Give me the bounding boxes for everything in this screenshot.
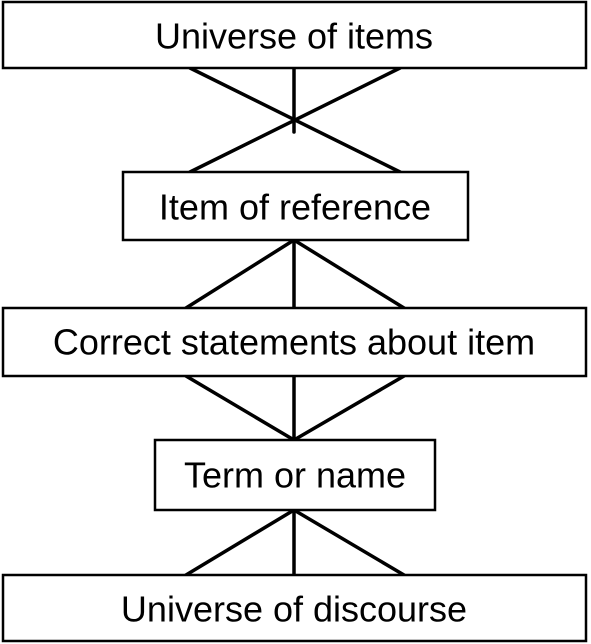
node-label: Item of reference [159,187,431,228]
node-box [1,573,588,643]
node-label: Term or name [184,455,406,496]
node-box [153,438,437,512]
node-box [1,0,588,70]
connector-3-left [184,374,296,442]
connector-group-2 [184,238,406,310]
node-item-of-reference: Item of reference [121,170,470,242]
connector-group-3 [184,374,406,442]
connector-1-right [188,66,402,174]
node-universe-of-items: Universe of items [1,0,588,70]
node-term-or-name: Term or name [153,438,437,512]
connector-4-left [184,508,296,577]
connector-group-4 [184,508,406,577]
connector-group-1 [188,66,402,174]
connector-3-right [292,374,406,442]
connector-2-right [292,238,406,310]
node-label: Universe of discourse [121,589,467,630]
node-correct-statements: Correct statements about item [1,306,588,378]
node-box [1,306,588,378]
connector-4-right [292,508,406,577]
node-box [121,170,470,242]
connector-2-left [184,238,296,310]
node-label: Correct statements about item [53,322,535,363]
node-label: Universe of items [155,16,433,57]
node-universe-of-discourse: Universe of discourse [1,573,588,643]
